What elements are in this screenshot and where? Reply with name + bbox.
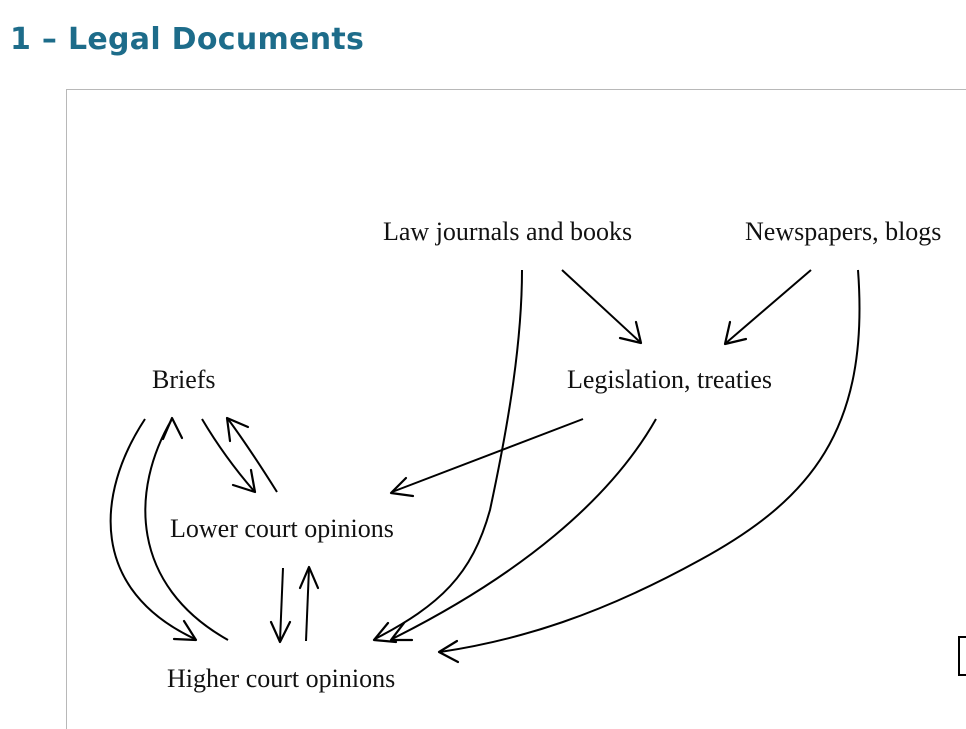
edge-legislation-to-lower-court	[391, 418, 584, 493]
node-law-journals: Law journals and books	[383, 217, 633, 246]
edge-law-journals-to-higher-court	[374, 269, 523, 640]
edge-legislation-to-higher-court	[391, 418, 657, 640]
arrowhead-higher-court-from-lower-court	[269, 620, 292, 644]
slide-title: 1 – Legal Documents	[10, 22, 365, 57]
arrowhead-lower-court-from-briefs	[231, 468, 257, 494]
arrowhead-legislation-from-newspapers	[723, 320, 748, 346]
edge-lower-court-to-briefs	[227, 418, 278, 493]
figure-frame	[66, 89, 966, 729]
arrowhead-lower-court-from-higher-court	[298, 565, 320, 590]
edge-briefs-to-lower-court	[201, 418, 255, 492]
arrowhead-lower-court-from-legislation	[389, 476, 415, 498]
arrowhead-legislation-from-journals	[618, 320, 643, 345]
node-briefs: Briefs	[152, 365, 216, 394]
node-lower-court: Lower court opinions	[170, 514, 394, 543]
edge-higher-court-to-briefs	[144, 418, 229, 641]
diagram-edges	[109, 269, 861, 664]
node-higher-court: Higher court opinions	[167, 664, 396, 693]
edge-lower-court-to-higher-court	[279, 567, 284, 642]
node-newspapers: Newspapers, blogs	[745, 217, 942, 246]
edge-newspapers-to-higher-court	[439, 269, 861, 653]
arrowhead-briefs-from-higher-court	[161, 416, 184, 441]
edge-law-journals-to-legislation	[561, 269, 641, 343]
edge-higher-court-to-lower-court	[305, 567, 310, 642]
arrowhead-briefs-from-lower-court	[225, 416, 250, 443]
edge-briefs-to-higher-court	[109, 418, 196, 640]
cropped-bracket-mark	[958, 636, 966, 676]
arrowhead-higher-court-from-briefs	[172, 619, 198, 642]
arrowhead-higher-court-from-legislation	[389, 621, 414, 642]
arrowhead-higher-court-from-journals	[372, 621, 398, 644]
edge-newspapers-to-legislation	[725, 269, 812, 344]
arrowhead-higher-court-from-newspapers	[437, 639, 460, 664]
node-legislation: Legislation, treaties	[567, 365, 773, 394]
